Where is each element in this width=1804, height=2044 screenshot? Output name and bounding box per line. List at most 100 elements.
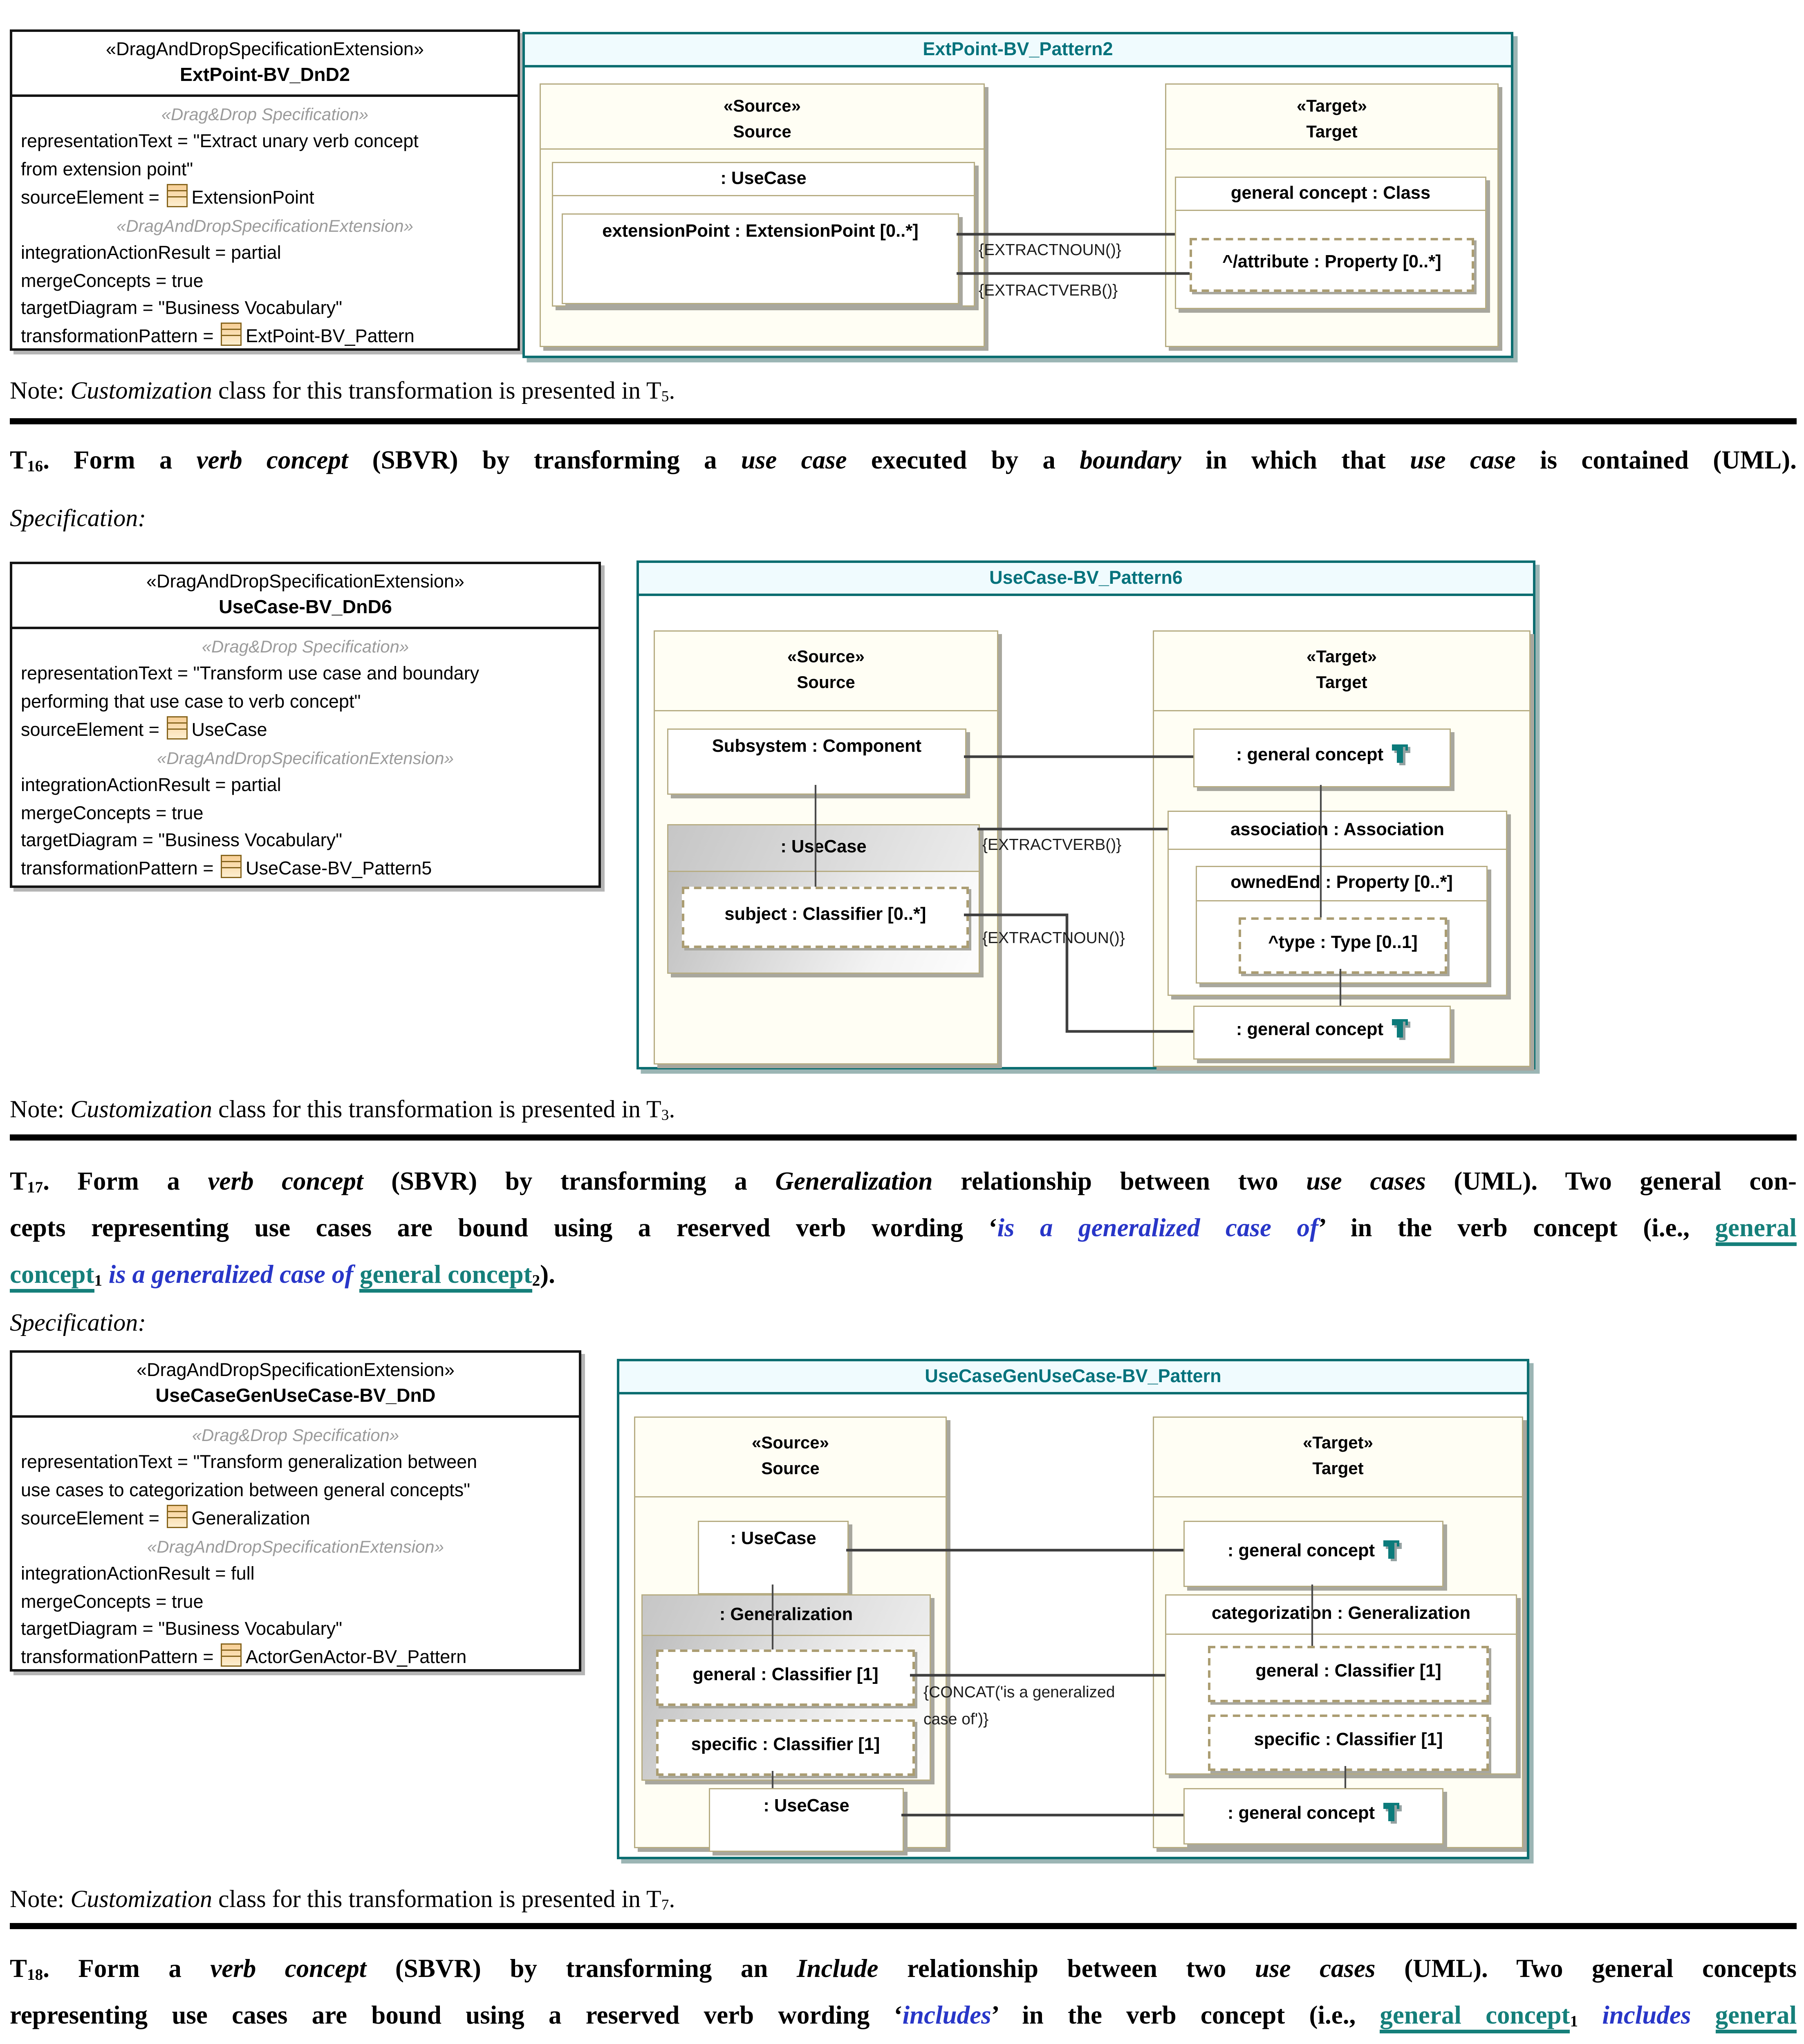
spec-line: «Drag&Drop Specification» (21, 633, 590, 661)
spec-line: sourceElement = ExtensionPoint (21, 184, 509, 213)
spec-name: UseCase-BV_DnD6 (219, 597, 392, 618)
spec-line: mergeConcepts = true (21, 268, 509, 296)
text-segment: . (669, 1886, 675, 1913)
text-segment: is a generalized case of (108, 1260, 354, 1289)
target-stereotype: «Target» (1296, 96, 1367, 115)
subsystem-component-box: Subsystem : Component (667, 728, 966, 795)
target-label: Target (1316, 672, 1367, 692)
usecase-box-bottom: : UseCase (709, 1788, 904, 1852)
general-classifier-box: general : Classifier [1] (656, 1650, 915, 1706)
text-segment: . (669, 378, 675, 405)
association-label: association : Association (1169, 812, 1506, 850)
text-segment: representing use cases are bound using a… (10, 2000, 894, 2030)
heading-t17-line3: concept1 is a generalized case of genera… (10, 1256, 1797, 1299)
general-concept-box-top: : general concept (1193, 728, 1451, 787)
text-segment: 1 (94, 1271, 103, 1289)
text-segment: class for this transformation is present… (212, 1096, 661, 1123)
text-segment: includes (902, 2000, 991, 2030)
spec-line: «Drag&Drop Specification» (21, 1421, 570, 1450)
note-t7: Note: Customization class for this trans… (10, 1884, 1797, 1921)
text-segment: Customization (70, 1886, 213, 1913)
section-rule (10, 418, 1797, 424)
spec-line: targetDiagram = "Business Vocabulary" (21, 296, 509, 323)
source-label: Source (733, 121, 791, 141)
type-part-box: ^type : Type [0..1] (1239, 917, 1447, 974)
text-segment: general concept (359, 1260, 532, 1293)
usecase-label: : UseCase (553, 163, 974, 196)
text-segment: is a generalized case of (997, 1213, 1318, 1242)
text-segment: ActorGenActor-BV_Pattern (246, 1647, 467, 1669)
text-segment: . Form a (43, 445, 197, 475)
note-t3: Note: Customization class for this trans… (10, 1094, 1797, 1131)
text-segment: from extension point" (21, 159, 193, 180)
text-segment (1578, 2000, 1602, 2030)
text-segment: general concept (1380, 2000, 1570, 2033)
text-segment: Customization (70, 378, 213, 405)
concat-label-line1: {CONCAT('is a generalized (923, 1683, 1115, 1701)
text-segment: . Form a (43, 1954, 211, 1983)
text-segment: 18 (27, 1965, 43, 1983)
text-segment: Include (797, 1954, 878, 1983)
term-icon (1383, 1540, 1400, 1559)
text-segment: . Form a (43, 1166, 208, 1196)
spec-line: «Drag&Drop Specification» (21, 101, 509, 129)
text-segment (102, 1260, 109, 1289)
text-segment: verb concept (196, 445, 348, 475)
text-segment: «DragAndDropSpecificationExtension» (147, 1537, 444, 1557)
heading-t17-line1: T17. Form a verb concept (SBVR) by trans… (10, 1163, 1797, 1206)
section-rule (10, 1923, 1797, 1929)
text-segment: 1 (1570, 2011, 1578, 2030)
text-segment: executed by a (847, 445, 1080, 475)
text-segment: cepts representing use cases are bound u… (10, 1213, 989, 1242)
text-segment: 17 (27, 1177, 43, 1196)
spec-line: from extension point" (21, 157, 509, 184)
categorization-label: categorization : Generalization (1166, 1596, 1516, 1635)
text-segment (353, 1260, 360, 1289)
term-icon (1383, 1803, 1400, 1821)
text-segment: (SBVR) by transforming a (363, 1166, 775, 1196)
spec-body: «Drag&Drop Specification» representationT… (12, 629, 598, 884)
text-segment: mergeConcepts = true (21, 803, 204, 824)
class-box-label: general concept : Class (1176, 178, 1485, 211)
source-stereotype: «Source» (751, 1432, 829, 1452)
term-icon (1392, 744, 1408, 763)
spec-box-usecasegen-dnd: «DragAndDropSpecificationExtension» UseC… (10, 1350, 581, 1672)
spec-line: mergeConcepts = true (21, 1589, 570, 1616)
text-segment: Generalization (775, 1166, 933, 1196)
text-segment: verb concept (208, 1166, 363, 1196)
text-segment: «DragAndDropSpecificationExtension» (116, 216, 414, 236)
section-rule (10, 1134, 1797, 1140)
text-segment: use case (741, 445, 847, 475)
spec-line: use cases to categorization between gene… (21, 1477, 570, 1505)
text-segment: representationText = "Transform use case… (21, 663, 480, 685)
target-label: Target (1306, 121, 1358, 141)
heading-t18-line2: representing use cases are bound using a… (10, 1997, 1797, 2040)
text-segment: is contained (UML). (1515, 445, 1797, 475)
spec-stereotype: «DragAndDropSpecificationExtension» (146, 572, 464, 592)
spec-line: sourceElement = UseCase (21, 716, 590, 745)
spec-box-extpoint-dnd2: «DragAndDropSpecificationExtension» ExtP… (10, 29, 520, 351)
spec-title: «DragAndDropSpecificationExtension» UseC… (12, 1353, 579, 1418)
text-segment: 5 (661, 388, 669, 405)
usecase-label: : UseCase (668, 825, 979, 872)
source-label: Source (797, 672, 855, 692)
heading-t18-line1: T18. Form a verb concept (SBVR) by trans… (10, 1950, 1797, 1993)
diagram-title: ExtPoint-BV_Pattern2 (525, 34, 1511, 67)
text-segment: T (10, 1954, 27, 1983)
text-segment: integrationActionResult = partial (21, 243, 281, 264)
heading-t16: T16. Form a verb concept (SBVR) by trans… (10, 442, 1797, 485)
spec-line: «DragAndDropSpecificationExtension» (21, 745, 590, 773)
specification-label: Specification: (10, 505, 146, 532)
spec-name: UseCaseGenUseCase-BV_DnD (155, 1386, 436, 1407)
extractverb-label: {EXTRACTVERB()} (979, 281, 1118, 299)
text-segment: 16 (27, 456, 43, 475)
general-classifier-box-target: general : Classifier [1] (1208, 1646, 1489, 1702)
spec-line: targetDiagram = "Business Vocabulary" (21, 1616, 570, 1644)
text-segment (1691, 2000, 1715, 2030)
spec-line: integrationActionResult = partial (21, 241, 509, 268)
class-icon (167, 1504, 188, 1528)
specification-label: Specification: (10, 1310, 146, 1337)
text-segment: T (10, 445, 27, 475)
text-segment: sourceElement = (21, 1508, 165, 1529)
text-segment: «Drag&Drop Specification» (202, 637, 409, 656)
